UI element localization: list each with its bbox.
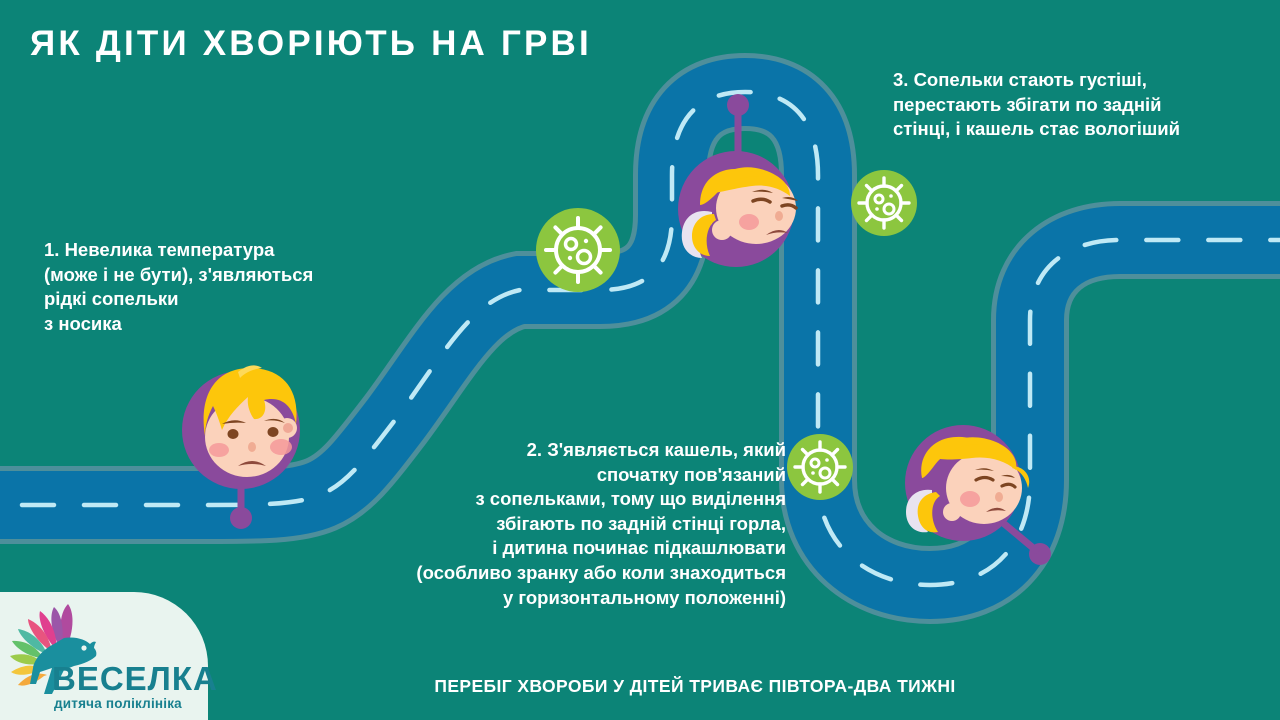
rainbow-bird-icon — [10, 604, 97, 694]
child-face-2 — [681, 167, 798, 258]
marker-pin-stem-2 — [734, 105, 742, 173]
page-title: ЯК ДІТИ ХВОРІЮТЬ НА ГРВІ — [30, 24, 592, 63]
step-2-text: 2. З'являється кашель, який спочатку пов… — [416, 439, 786, 608]
logo-panel[interactable]: ВЕСЕЛКА дитяча поліклініка — [0, 592, 217, 720]
child-face-3 — [906, 436, 1030, 533]
child-marker-1[interactable] — [182, 365, 300, 529]
virus-icon-2[interactable] — [851, 170, 917, 236]
footer-note: ПЕРЕБІГ ХВОРОБИ У ДІТЕЙ ТРИВАЄ ПІВТОРА-Д… — [434, 676, 956, 696]
step-1-text: 1. Невелика температура (може і не бути)… — [44, 239, 314, 334]
child-face-1 — [203, 365, 297, 477]
logo-subtitle: дитяча поліклініка — [54, 696, 182, 711]
logo-name: ВЕСЕЛКА — [52, 660, 218, 697]
step-3-text: 3. Сопельки стають густіші, перестають з… — [893, 69, 1181, 140]
child-marker-3[interactable] — [905, 425, 1051, 565]
child-marker-2[interactable] — [678, 94, 798, 267]
virus-icon-1[interactable] — [536, 208, 620, 292]
virus-icon-3[interactable] — [787, 434, 853, 500]
